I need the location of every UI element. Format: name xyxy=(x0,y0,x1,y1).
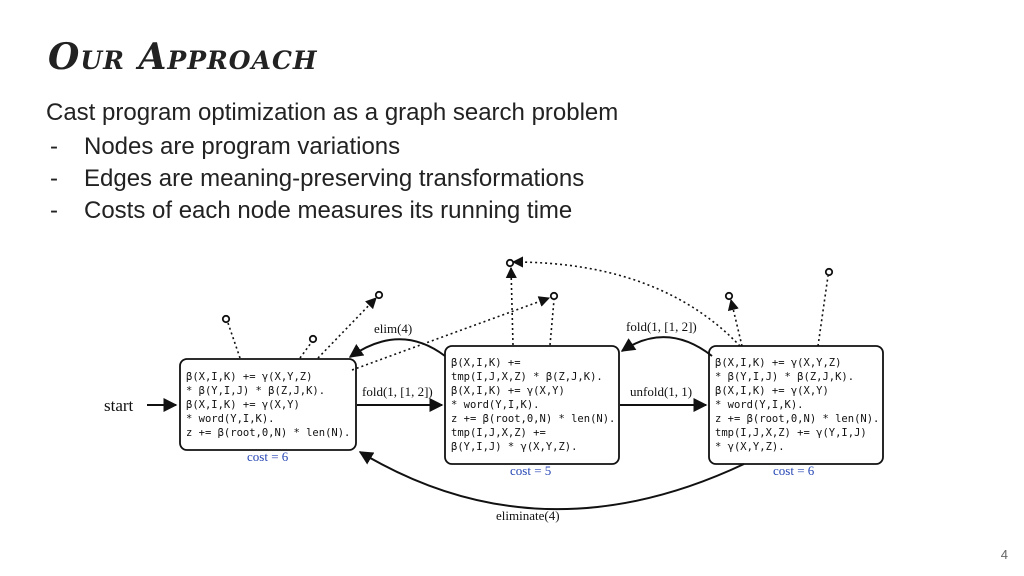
edge-label-eliminate: eliminate(4) xyxy=(496,508,560,523)
code-line: β(X,I,K) += γ(X,Y,Z) xyxy=(715,357,841,369)
code-line: β(X,I,K) += γ(X,Y) xyxy=(451,385,565,397)
bullet-text: Costs of each node measures its running … xyxy=(84,197,573,224)
code-line: z += β(root,0,N) * len(N). xyxy=(451,413,615,425)
code-line: β(Y,I,J) * γ(X,Y,Z). xyxy=(451,441,577,453)
edge-label-fold-back: fold(1, [1, 2]) xyxy=(626,319,697,334)
unexplored-edge xyxy=(317,297,377,359)
edge-elim xyxy=(348,338,446,358)
node-3-cost: cost = 6 xyxy=(773,463,815,478)
unexplored-edge xyxy=(299,342,312,359)
unexplored-edge xyxy=(227,322,241,359)
node-box-1 xyxy=(179,358,357,451)
edge-label-unfold: unfold(1, 1) xyxy=(630,384,692,399)
node-1-code: β(X,I,K) += γ(X,Y,Z) * β(Y,I,J) * β(Z,J,… xyxy=(186,371,350,439)
code-line: * word(Y,I,K). xyxy=(715,399,804,411)
bullet-text: Edges are meaning-preserving transformat… xyxy=(84,165,585,192)
bullet-item: -Costs of each node measures its running… xyxy=(46,195,584,227)
bullet-item: -Edges are meaning-preserving transforma… xyxy=(46,163,584,195)
unexplored-edge xyxy=(549,299,555,346)
code-line: tmp(I,J,X,Z) += xyxy=(451,427,546,439)
node-1-cost: cost = 6 xyxy=(247,449,289,464)
unexplored-edge xyxy=(505,266,517,346)
bullet-dash: - xyxy=(50,197,58,224)
code-line: * γ(X,Y,Z). xyxy=(715,441,785,453)
unexplored-node xyxy=(549,291,559,301)
bullet-text: Nodes are program variations xyxy=(84,133,401,160)
start-label: start xyxy=(104,396,134,415)
page-number: 4 xyxy=(1000,547,1008,562)
node-box-3 xyxy=(708,345,884,465)
unexplored-edge xyxy=(817,275,829,347)
code-line: β(X,I,K) += xyxy=(451,357,521,369)
node-box-2 xyxy=(444,345,620,465)
code-line: * word(Y,I,K). xyxy=(186,413,275,425)
code-line: z += β(root,0,N) * len(N). xyxy=(186,427,350,439)
bullet-item: -Nodes are program variations xyxy=(46,131,584,163)
unexplored-node xyxy=(221,314,231,324)
unexplored-nodes xyxy=(221,258,834,344)
code-line: * word(Y,I,K). xyxy=(451,399,540,411)
code-line: tmp(I,J,X,Z) += γ(Y,I,J) xyxy=(715,427,867,439)
unexplored-node xyxy=(505,258,515,268)
intro-text: Cast program optimization as a graph sea… xyxy=(46,99,619,126)
node-2-cost: cost = 5 xyxy=(510,463,551,478)
code-line: tmp(I,J,X,Z) * β(Z,J,K). xyxy=(451,371,603,383)
node-2-code: β(X,I,K) += tmp(I,J,X,Z) * β(Z,J,K). β(X… xyxy=(451,357,615,453)
edge-label-fold-forward: fold(1, [1, 2]) xyxy=(362,384,433,399)
node-3-code: β(X,I,K) += γ(X,Y,Z) * β(Y,I,J) * β(Z,J,… xyxy=(715,357,879,453)
slide-title: Our Approach xyxy=(48,36,318,78)
code-line: β(X,I,K) += γ(X,Y,Z) xyxy=(186,371,312,383)
code-line: * β(Y,I,J) * β(Z,J,K). xyxy=(715,371,854,383)
code-line: * β(Y,I,J) * β(Z,J,K). xyxy=(186,385,325,397)
unexplored-node xyxy=(824,267,834,277)
unexplored-node xyxy=(724,291,734,301)
code-line: z += β(root,0,N) * len(N). xyxy=(715,413,879,425)
edge-eliminate xyxy=(358,451,745,511)
edge-fold-back xyxy=(620,336,713,357)
code-line: β(X,I,K) += γ(X,Y) xyxy=(186,399,300,411)
code-line: β(X,I,K) += γ(X,Y) xyxy=(715,385,829,397)
unexplored-edge xyxy=(511,256,741,347)
unexplored-node xyxy=(374,290,384,300)
bullet-list: -Nodes are program variations -Edges are… xyxy=(46,131,584,227)
bullet-dash: - xyxy=(50,133,58,160)
bullet-dash: - xyxy=(50,165,58,192)
unexplored-edges xyxy=(227,256,829,371)
edge-label-elim: elim(4) xyxy=(374,321,412,336)
unexplored-node xyxy=(308,334,318,344)
